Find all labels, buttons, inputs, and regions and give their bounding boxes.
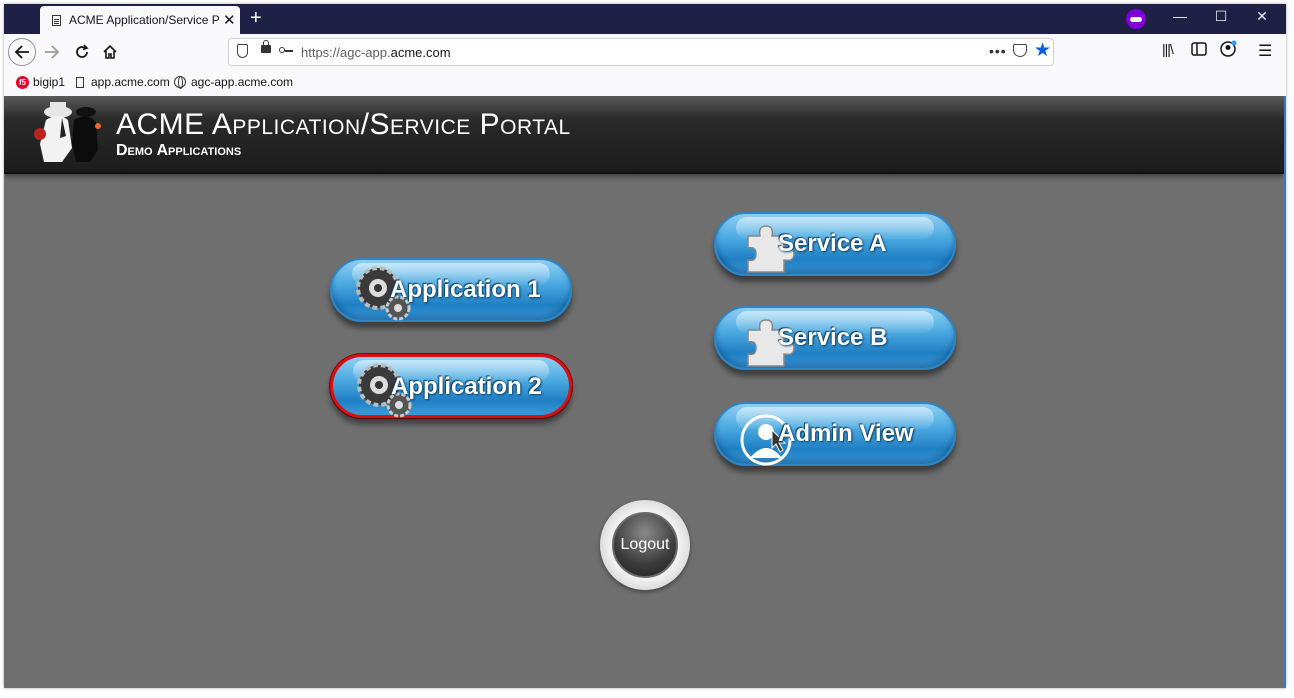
service-a-label: Service A: [778, 230, 887, 257]
page-icon: [76, 76, 84, 88]
service-b-label: Service B: [778, 324, 888, 351]
new-tab-button[interactable]: +: [250, 7, 262, 29]
back-arrow-icon: [14, 45, 29, 59]
page-icon: [52, 14, 61, 26]
key-icon[interactable]: [279, 47, 293, 53]
private-browsing-icon: [1126, 9, 1146, 29]
bookmarks-toolbar: f5 bigip1 app.acme.com agc-app.acme.com: [4, 70, 1286, 96]
application-1-label: Application 1: [390, 276, 541, 303]
lock-icon[interactable]: [261, 40, 271, 53]
close-window-button[interactable]: ✕: [1256, 8, 1268, 24]
minimize-button[interactable]: —: [1173, 8, 1187, 24]
library-icon[interactable]: |||\: [1162, 41, 1174, 57]
puzzle-icon: [747, 225, 795, 273]
account-icon[interactable]: [1220, 40, 1238, 61]
globe-icon: [174, 76, 186, 89]
logout-button[interactable]: Logout: [600, 500, 690, 590]
tab-title: ACME Application/Service Port: [69, 13, 219, 27]
tab-close-icon[interactable]: ✕: [223, 11, 236, 29]
portal-header: ACME Application/Service Portal Demo App…: [4, 96, 1284, 174]
sidebar-icon[interactable]: [1191, 42, 1207, 59]
forward-button[interactable]: [38, 38, 66, 66]
application-2-label: Application 2: [391, 373, 542, 400]
logout-button-face: [612, 512, 678, 578]
application-1-button[interactable]: Application 1: [330, 258, 572, 322]
page-actions-menu-icon[interactable]: •••: [989, 43, 1007, 59]
spy-logo-icon: [34, 102, 101, 162]
reload-icon: [76, 44, 89, 58]
admin-view-button[interactable]: Admin View: [714, 402, 956, 466]
gears-icon: [357, 363, 412, 418]
back-button[interactable]: [8, 38, 36, 66]
menu-hamburger-icon[interactable]: ☰: [1258, 43, 1273, 60]
maximize-button[interactable]: ☐: [1214, 8, 1228, 24]
f5-icon: f5: [16, 75, 29, 89]
bookmark-bigip1[interactable]: f5 bigip1: [16, 75, 65, 89]
admin-view-label: Admin View: [778, 420, 914, 447]
application-2-button[interactable]: Application 2: [330, 354, 572, 418]
service-b-button[interactable]: Service B: [714, 306, 956, 370]
browser-window: ACME Application/Service Port ✕ + — ☐ ✕ …: [4, 4, 1286, 688]
bookmark-app-acme[interactable]: app.acme.com: [76, 75, 170, 89]
forward-arrow-icon: [45, 45, 60, 59]
tracking-shield-icon[interactable]: [237, 44, 248, 58]
home-button[interactable]: [96, 38, 124, 66]
url-bar[interactable]: https://agc-app.acme.com ••• ★: [228, 38, 1054, 66]
tab-bar: ACME Application/Service Port ✕ + — ☐ ✕: [4, 4, 1286, 34]
url-text[interactable]: https://agc-app.acme.com: [301, 45, 451, 60]
page-title: ACME Application/Service Portal: [116, 108, 571, 141]
service-a-button[interactable]: Service A: [714, 212, 956, 276]
logout-label: Logout: [620, 536, 670, 553]
page-subtitle: Demo Applications: [116, 142, 242, 159]
reload-button[interactable]: [68, 38, 96, 66]
tab-active[interactable]: ACME Application/Service Port ✕: [40, 6, 240, 34]
gears-icon: [356, 266, 411, 321]
navigation-bar: https://agc-app.acme.com ••• ★ |||\ ☰: [4, 34, 1286, 70]
bookmark-agc-app-acme[interactable]: agc-app.acme.com: [174, 75, 293, 89]
page-content: ACME Application/Service Portal Demo App…: [4, 96, 1286, 688]
pocket-icon[interactable]: [1013, 44, 1027, 57]
user-admin-icon: [740, 414, 792, 466]
puzzle-icon: [747, 319, 795, 367]
bookmark-star-icon[interactable]: ★: [1034, 40, 1052, 61]
home-icon: [103, 44, 117, 59]
